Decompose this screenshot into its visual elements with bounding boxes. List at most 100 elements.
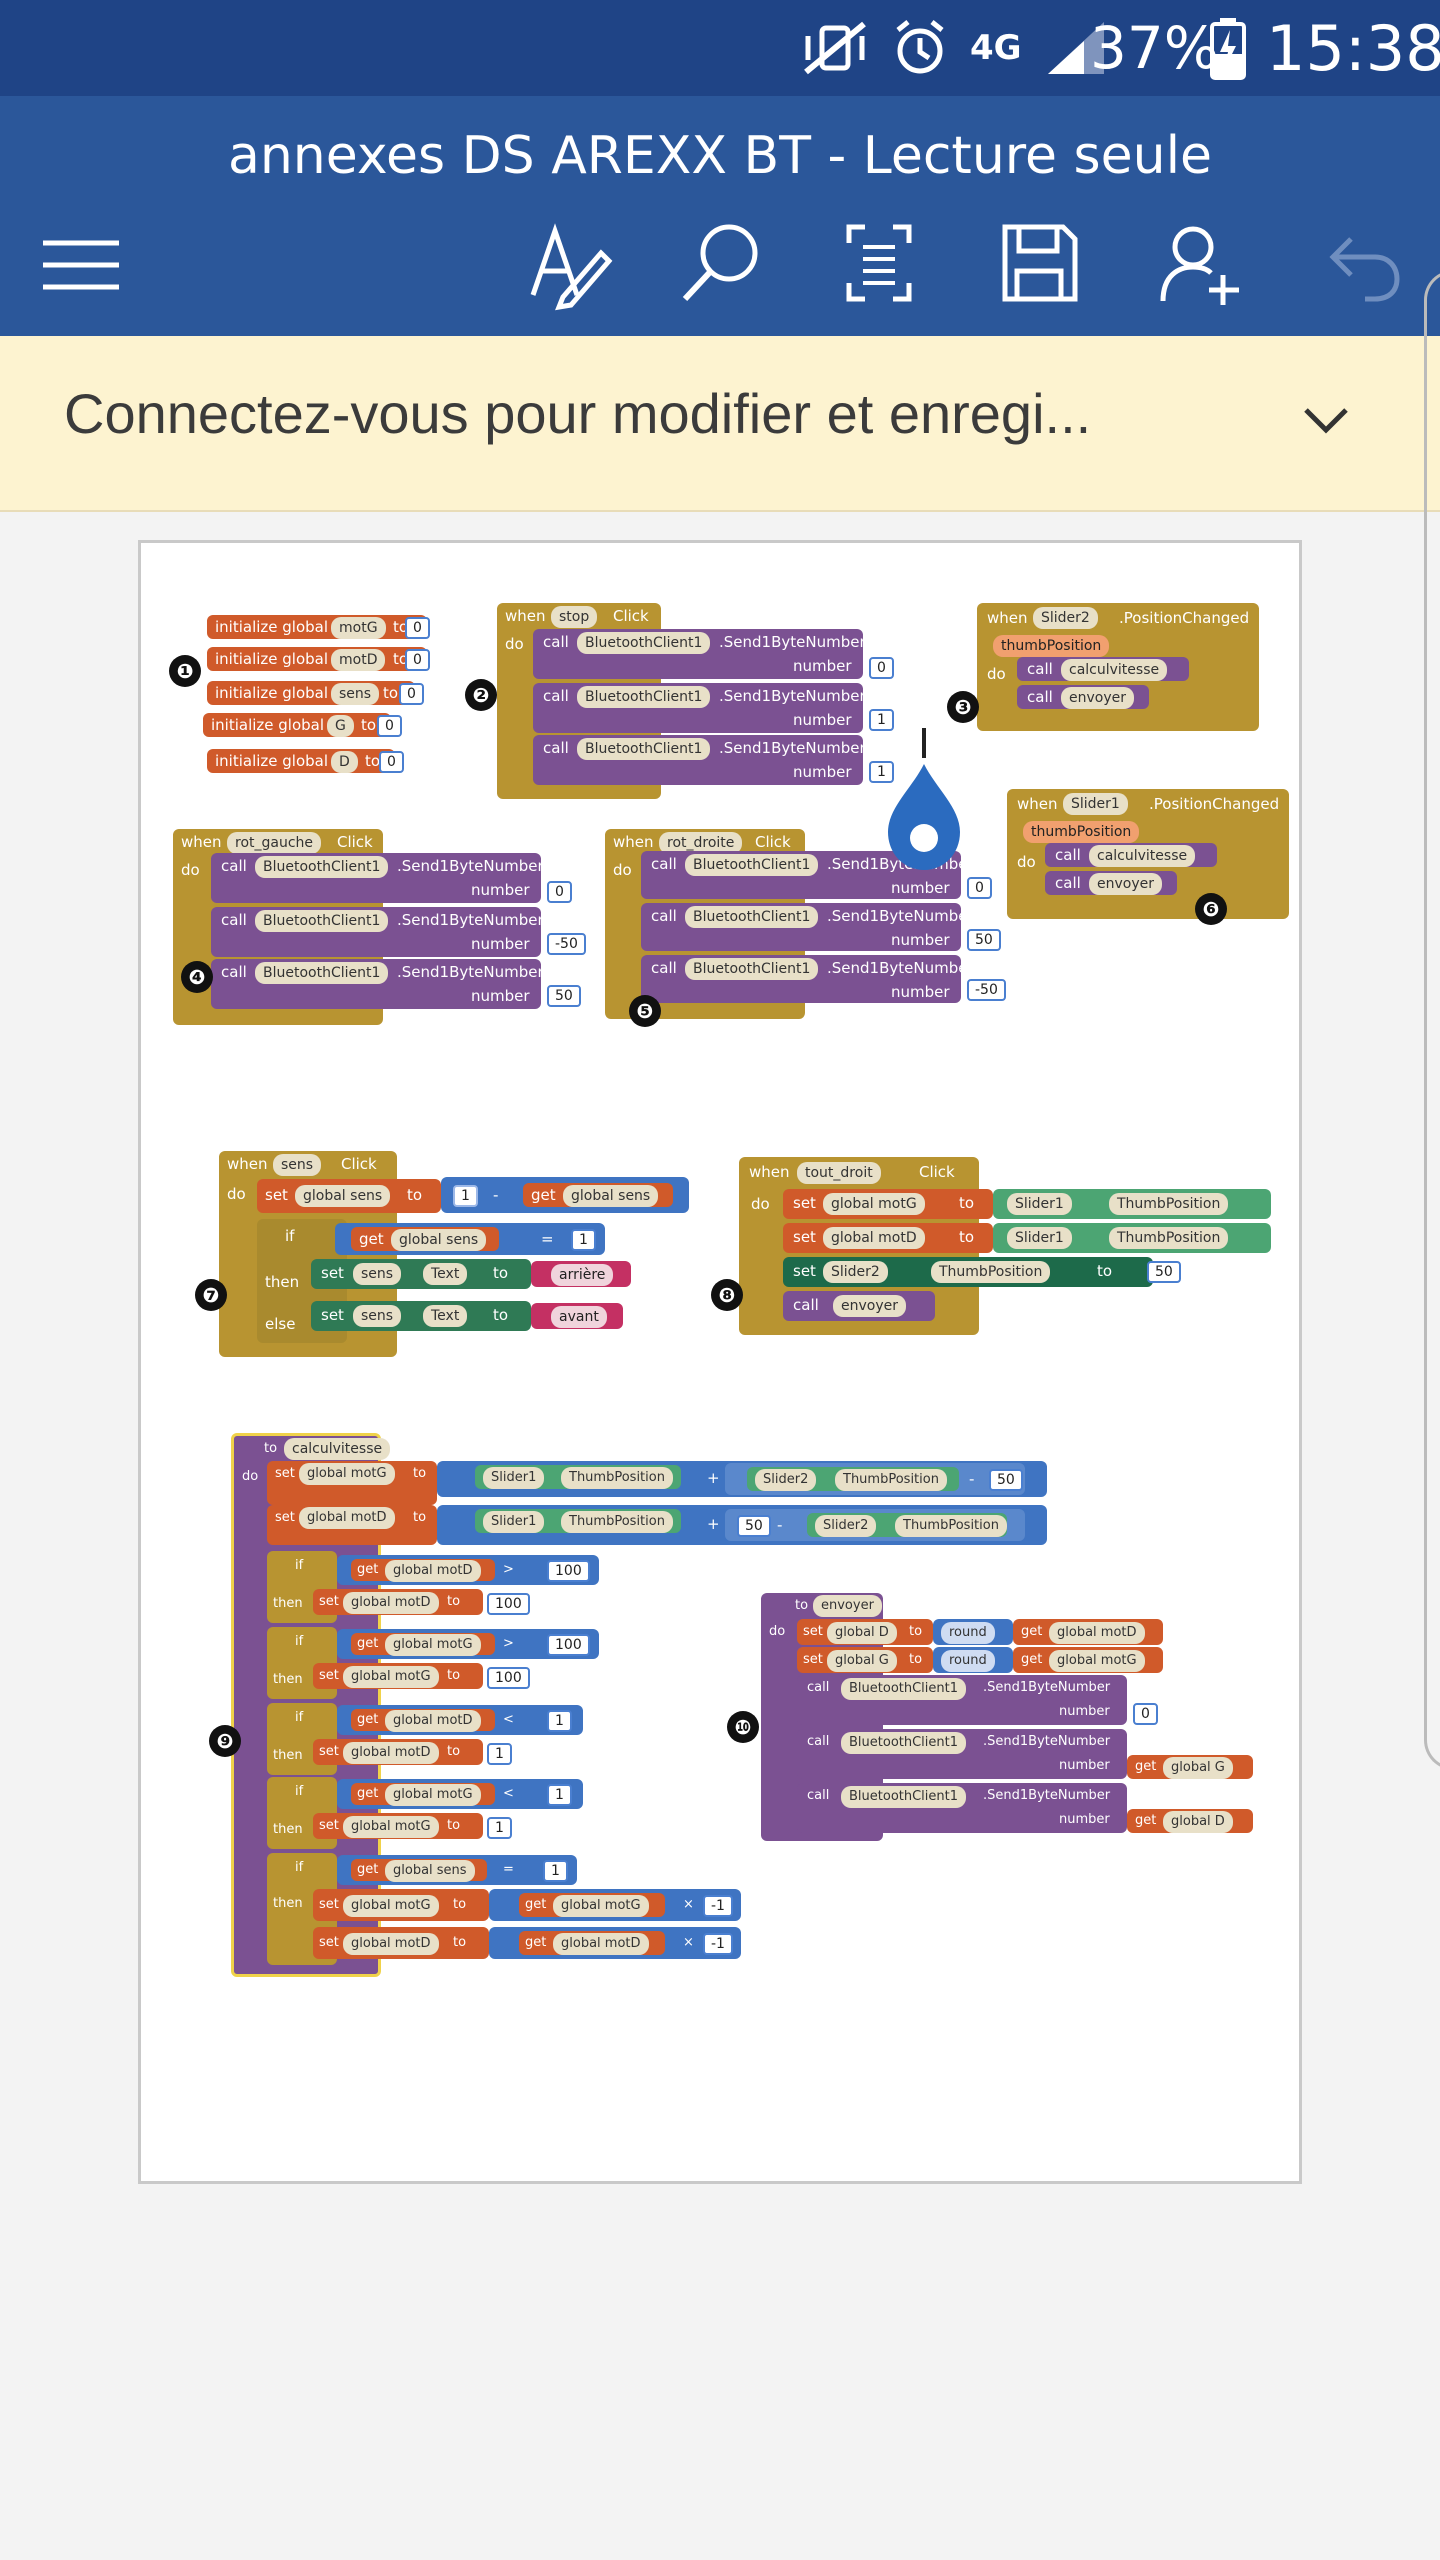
block-label: when <box>181 833 222 851</box>
var-name-chip: global motD <box>385 1710 481 1732</box>
signal-icon <box>1047 22 1104 74</box>
block-label: call <box>807 1788 830 1803</box>
search-button[interactable] <box>666 208 776 318</box>
block-label: call <box>221 911 247 929</box>
badge-5: ❺ <box>629 995 661 1027</box>
string-value: avant <box>551 1306 607 1328</box>
block-label: number <box>891 983 950 1001</box>
call-send-byte-50: call BluetoothClient1 .Send1ByteNumber n… <box>211 959 544 1009</box>
var-name-chip: motD <box>331 649 386 671</box>
block-label: then <box>273 1822 303 1837</box>
number-value: 0 <box>399 683 424 705</box>
block-label: set <box>319 1818 339 1833</box>
var-name-chip: global motD <box>299 1507 395 1529</box>
edit-button[interactable] <box>510 208 620 318</box>
var-name-chip: global G <box>1163 1757 1233 1779</box>
block-label: set <box>319 1744 339 1759</box>
component-chip: BluetoothClient1 <box>841 1678 967 1700</box>
block-label: if <box>295 1784 304 1799</box>
badge-7: ❼ <box>195 1279 227 1311</box>
get-global-sens: get global sens <box>523 1183 673 1207</box>
var-name-chip: global motG <box>343 1895 439 1917</box>
badge-6: ❻ <box>1195 893 1227 925</box>
block-label: do <box>505 635 524 653</box>
badge-8: ❽ <box>711 1279 743 1311</box>
block-label: when <box>749 1163 790 1181</box>
component-chip: BluetoothClient1 <box>685 958 819 980</box>
share-button[interactable] <box>1144 208 1254 318</box>
block-label: to <box>959 1228 975 1246</box>
block-label: to <box>393 618 409 636</box>
save-button[interactable] <box>984 208 1094 318</box>
alarm-icon <box>896 20 944 74</box>
call-envoyer: call envoyer <box>1045 871 1177 895</box>
operator-label: > <box>503 1636 514 1651</box>
block-label: Click <box>755 833 791 851</box>
block-label: get <box>1021 1624 1043 1639</box>
procedure-chip: calculvitesse <box>1089 845 1196 867</box>
block-label: do <box>1017 853 1036 871</box>
menu-button[interactable] <box>26 208 136 318</box>
block-label: when <box>1017 795 1058 813</box>
text-cursor-handle[interactable] <box>882 728 966 888</box>
document-page[interactable]: initialize global motG to 0 initialize g… <box>138 540 1302 2184</box>
set-global-motG: set global motG to <box>783 1189 993 1219</box>
block-label: get <box>357 1562 379 1577</box>
set-sens-text-avant: set sens Text to <box>311 1301 531 1331</box>
block-label: number <box>891 931 950 949</box>
var-name-chip: global motD <box>823 1227 925 1249</box>
block-label: get <box>357 1862 379 1877</box>
block-label: call <box>793 1296 819 1314</box>
number-value: 1 <box>487 1817 512 1839</box>
set-global-D: set global D to <box>797 1619 933 1645</box>
number-value: 1 <box>571 1229 596 1251</box>
component-chip: Slider2 <box>823 1261 888 1283</box>
block-label: number <box>891 879 950 897</box>
number-value: 100 <box>547 1634 590 1656</box>
badge-2: ❷ <box>465 679 497 711</box>
property-chip: Text <box>423 1263 468 1285</box>
property-chip: ThumbPosition <box>895 1515 1007 1537</box>
call-send-byte-0: call BluetoothClient1 .Send1ByteNumber n… <box>533 629 866 679</box>
number-value: 1 <box>453 1185 478 1207</box>
block-label: .Send1ByteNumber <box>827 959 974 977</box>
block-label: .Send1ByteNumber <box>983 1788 1111 1803</box>
chevron-down-icon[interactable] <box>1296 390 1356 450</box>
block-label: .Send1ByteNumber <box>397 911 544 929</box>
number-value: 50 <box>547 985 581 1007</box>
block-label: .Send1ByteNumber <box>719 687 866 705</box>
block-label: if <box>295 1860 304 1875</box>
undo-button[interactable] <box>1304 208 1414 318</box>
var-name-chip: global motG <box>343 1816 439 1838</box>
number-value: 50 <box>967 929 1001 951</box>
block-label: call <box>221 857 247 875</box>
block-label: set <box>275 1510 295 1525</box>
scrollbar-track[interactable] <box>1424 270 1440 1770</box>
number-value: -50 <box>547 933 586 955</box>
component-chip: Slider1 <box>483 1511 545 1533</box>
property-chip: ThumbPosition <box>1109 1227 1229 1249</box>
component-chip: Slider2 <box>755 1469 817 1491</box>
property-chip: ThumbPosition <box>835 1469 947 1491</box>
block-label: number <box>471 935 530 953</box>
share-user-icon <box>1160 226 1239 305</box>
battery-percent: 37% <box>1090 14 1219 82</box>
block-label: if <box>295 1558 304 1573</box>
sign-in-banner[interactable]: Connectez-vous pour modifier et enregi..… <box>0 336 1440 512</box>
reading-view-button[interactable] <box>824 208 934 318</box>
block-label: call <box>1055 874 1081 892</box>
component-chip: BluetoothClient1 <box>577 686 711 708</box>
component-chip: BluetoothClient1 <box>255 856 389 878</box>
parameter-chip: thumbPosition <box>1023 821 1140 843</box>
var-name-chip: global G <box>827 1650 897 1672</box>
operator-label: + <box>707 1515 720 1533</box>
slider2-thumbposition-getter: Slider2 ThumbPosition <box>747 1467 959 1491</box>
component-chip: Slider2 <box>1033 607 1098 629</box>
component-chip: Slider1 <box>1063 793 1128 815</box>
slider1-thumbposition-getter: Slider1 ThumbPosition <box>475 1465 681 1489</box>
parameter-chip: thumbPosition <box>993 635 1110 657</box>
block-label: .PositionChanged <box>1119 609 1250 627</box>
call-send-byte-1: call BluetoothClient1 .Send1ByteNumber n… <box>533 683 866 733</box>
number-value: 1 <box>869 761 894 783</box>
set-global-motD: set global motD to <box>267 1505 437 1545</box>
